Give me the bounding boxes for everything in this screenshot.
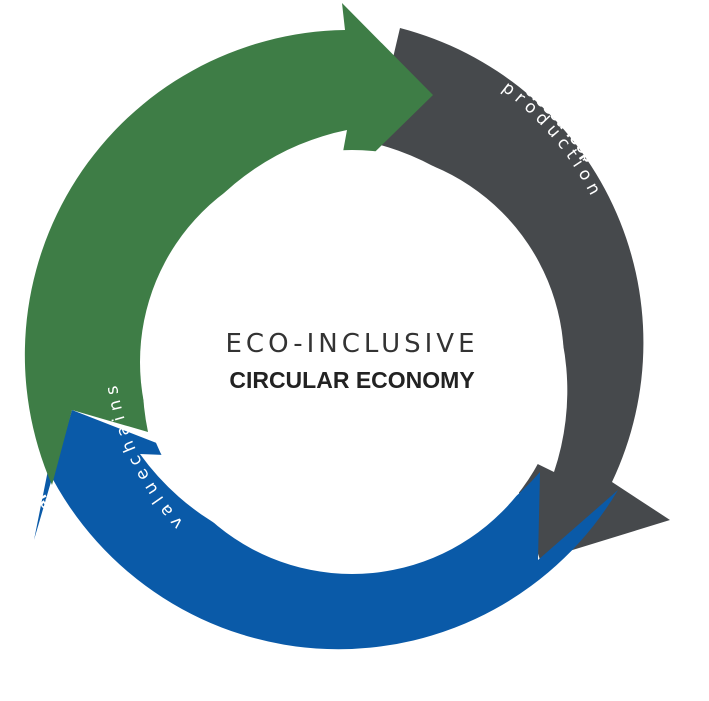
eco-conscious-consumption-arrow xyxy=(34,410,618,650)
center-disc xyxy=(140,150,564,574)
green-value-chains-arrow xyxy=(24,3,433,485)
center-title-line2: CIRCULAR ECONOMY xyxy=(229,367,474,393)
center-title-line1: ECO-INCLUSIVE xyxy=(225,329,478,359)
closed-loop-production-arrow xyxy=(373,28,670,560)
